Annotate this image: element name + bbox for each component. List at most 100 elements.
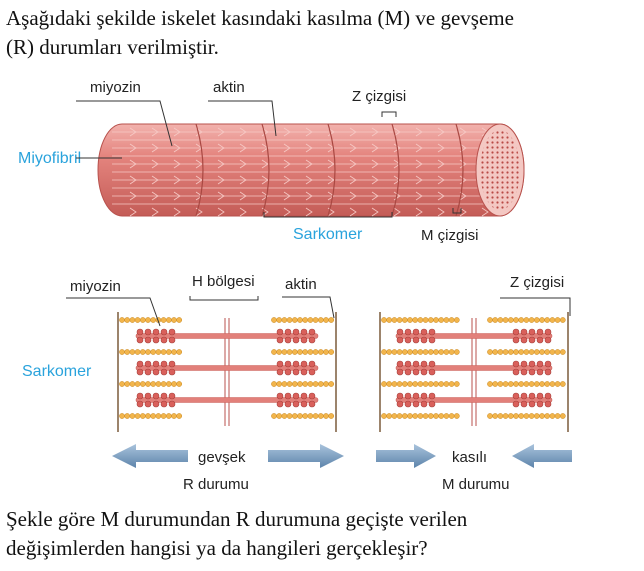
myosin-head	[420, 400, 428, 408]
striation-mark	[393, 159, 401, 169]
actin-bead	[433, 349, 439, 355]
striation-mark	[173, 175, 181, 185]
actin-bead	[448, 381, 455, 387]
myosin-head	[308, 360, 316, 368]
striation-mark	[305, 127, 313, 137]
myosin-head	[404, 392, 412, 400]
myosin-head	[292, 328, 300, 336]
myosin-head	[544, 360, 552, 368]
actin-bead	[528, 413, 535, 419]
striation-mark	[283, 207, 291, 217]
striation-mark	[217, 207, 225, 217]
myosin-head	[292, 336, 300, 344]
striation-mark	[305, 207, 313, 217]
myosin-head	[396, 368, 404, 376]
actin-bead	[549, 381, 556, 387]
actin-bead	[160, 381, 167, 387]
myosin-head	[276, 336, 284, 344]
actin-bead	[396, 381, 403, 387]
actin-bead	[396, 317, 403, 323]
myosin-head	[144, 400, 152, 408]
striation-mark	[437, 191, 445, 201]
myosin-head	[512, 336, 520, 344]
myosin-filament	[135, 365, 319, 371]
myofibril-cylinder	[97, 123, 525, 217]
myosin-head	[168, 336, 176, 344]
actin-bead	[145, 317, 151, 323]
striation-mark	[239, 159, 247, 169]
myofibril-leader-lines	[76, 100, 462, 218]
myosin-filament	[395, 365, 553, 371]
myosin-head	[412, 400, 420, 408]
myosin-head	[300, 328, 308, 336]
actin-bead	[417, 349, 424, 355]
myosin-head	[144, 392, 152, 400]
myosin-head	[152, 368, 160, 376]
actin-bead	[271, 381, 277, 387]
actin-bead	[386, 349, 393, 355]
myosin-head	[420, 328, 428, 336]
myosin-head	[520, 336, 528, 344]
myosin-head	[520, 360, 528, 368]
actin-bead	[281, 413, 288, 419]
actin-bead	[492, 317, 499, 323]
striation-mark	[393, 127, 401, 137]
actin-bead	[513, 317, 519, 323]
actin-bead	[433, 317, 439, 323]
actin-bead	[433, 413, 439, 419]
actin-bead	[507, 381, 514, 387]
actin-bead	[139, 349, 146, 355]
myosin-head	[152, 328, 160, 336]
actin-bead	[443, 413, 450, 419]
actin-bead	[497, 349, 504, 355]
myosin-head	[308, 328, 316, 336]
sarcomere-side-label: Sarkomer	[22, 363, 92, 380]
actin-bead	[391, 413, 398, 419]
actin-bead	[391, 349, 398, 355]
actin-bead	[401, 413, 408, 419]
actin-bead	[549, 349, 556, 355]
actin-bead	[134, 381, 141, 387]
actin-bead	[417, 317, 424, 323]
myosin-head	[160, 368, 168, 376]
actin-bead	[124, 317, 131, 323]
striation-mark	[415, 191, 423, 201]
myosin-head	[528, 400, 536, 408]
actin-bead	[165, 349, 172, 355]
myosin-head	[512, 328, 520, 336]
actin-bead	[124, 381, 131, 387]
actin-bead	[302, 349, 309, 355]
sarcomere-leader-lines	[66, 296, 571, 327]
striation-mark	[371, 191, 379, 201]
myosin-head	[528, 360, 536, 368]
actin-bead	[533, 317, 540, 323]
actin-bead	[323, 381, 329, 387]
striation-mark	[349, 127, 357, 137]
actin-bead	[286, 349, 293, 355]
actin-bead	[523, 349, 530, 355]
striation-mark	[151, 191, 159, 201]
actin-bead	[307, 413, 314, 419]
striation-mark	[239, 127, 247, 137]
striation-mark	[283, 175, 291, 185]
myosin-head	[284, 336, 292, 344]
striation-mark	[129, 127, 137, 137]
striation-mark	[173, 127, 181, 137]
actin-bead	[307, 381, 314, 387]
myosin-head	[396, 400, 404, 408]
actin-bead	[281, 349, 288, 355]
actin-bead	[502, 317, 509, 323]
actin-bead	[381, 317, 387, 323]
myosin-head	[528, 336, 536, 344]
myosin-head	[536, 328, 544, 336]
actin-bead	[417, 413, 424, 419]
myosin-head	[136, 336, 144, 344]
actin-bead	[448, 317, 455, 323]
myosin-head	[292, 400, 300, 408]
striation-mark	[371, 207, 379, 217]
sarcomere-miyozin-label: miyozin	[70, 278, 121, 295]
striation-mark	[437, 175, 445, 185]
actin-bead	[119, 317, 125, 323]
myosin-head	[544, 328, 552, 336]
actin-bead	[453, 381, 460, 387]
